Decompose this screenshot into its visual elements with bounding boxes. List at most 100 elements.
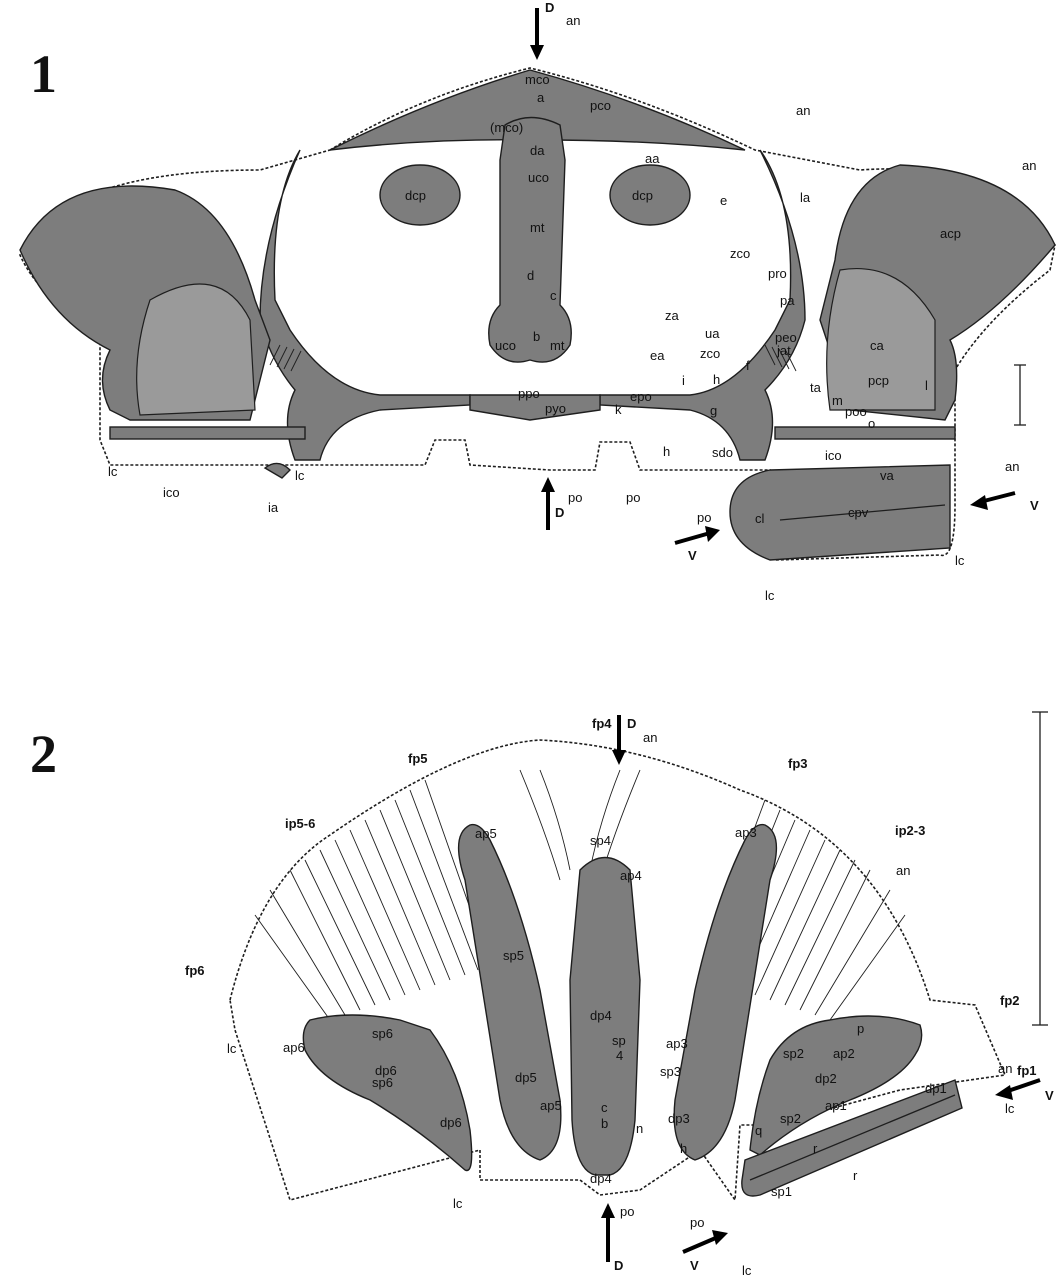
lbl-lc1: lc — [108, 464, 118, 479]
lbl2-ap5: ap5 — [540, 1098, 562, 1113]
ico-left-strip — [110, 427, 305, 439]
lbl-d: d — [527, 268, 534, 283]
lbl-h-inner: h — [713, 372, 720, 387]
lbl2-ap2: ap2 — [833, 1046, 855, 1061]
panel-2-v-arrowhead-right — [995, 1085, 1013, 1100]
lbl-g: g — [710, 403, 717, 418]
lbl-V1: V — [688, 548, 697, 563]
lbl-poo: poo — [845, 404, 867, 419]
lbl2-lc1: lc — [227, 1041, 237, 1056]
lbl2-b: b — [601, 1116, 608, 1131]
lbl2-dp3: dp3 — [668, 1111, 690, 1126]
lbl2-an3: an — [998, 1061, 1012, 1076]
lbl2-sp4: sp4 — [590, 833, 611, 848]
lbl-va: va — [880, 468, 895, 483]
panel-2: 2 — [30, 712, 1054, 1278]
lbl-lc3: lc — [765, 588, 775, 603]
lbl-sdo: sdo — [712, 445, 733, 460]
lbl-pyo: pyo — [545, 401, 566, 416]
lbl-c: c — [550, 288, 557, 303]
lbl-mco: mco — [525, 72, 550, 87]
lbl-V2: V — [1030, 498, 1039, 513]
lbl2-r2: r — [853, 1168, 858, 1183]
lbl-ico-left: ico — [163, 485, 180, 500]
lbl2-dp5: dp5 — [515, 1070, 537, 1085]
lbl2-dp4: dp4 — [590, 1008, 612, 1023]
lbl-ia: ia — [268, 500, 279, 515]
lbl-la: la — [800, 190, 811, 205]
lbl-dcp-left: dcp — [405, 188, 426, 203]
lbl-za: za — [665, 308, 680, 323]
lbl2-sp6-b: sp6 — [372, 1075, 393, 1090]
lbl-ico-right: ico — [825, 448, 842, 463]
lbl2-fp4: fp4 — [592, 716, 612, 731]
lbl-e: e — [720, 193, 727, 208]
panel-2-d-arrowhead-bottom — [601, 1203, 615, 1218]
lbl2-dp6-b: dp6 — [440, 1115, 462, 1130]
lbl2-lc2: lc — [453, 1196, 463, 1211]
lbl-zco: zco — [730, 246, 750, 261]
lbl-an3: an — [1022, 158, 1036, 173]
lbl-cl: cl — [755, 511, 765, 526]
lbl2-sp5: sp5 — [503, 948, 524, 963]
lbl2-V2: V — [690, 1258, 699, 1273]
lbl2-sp2: sp2 — [783, 1046, 804, 1061]
lbl-mco-paren: (mco) — [490, 120, 523, 135]
lbl-lc4: lc — [955, 553, 965, 568]
lbl-an2: an — [796, 103, 810, 118]
lbl2-ip2-3: ip2-3 — [895, 823, 925, 838]
lbl2-fp2: fp2 — [1000, 993, 1020, 1008]
lbl2-h: h — [680, 1141, 687, 1156]
lbl2-D-bottom: D — [614, 1258, 623, 1273]
ico-right-strip — [775, 427, 955, 439]
panel-1-v-arrow-left — [675, 533, 710, 543]
lbl-dcp-right: dcp — [632, 188, 653, 203]
lbl2-dp4-b: dp4 — [590, 1171, 612, 1186]
lbl2-sp1: sp1 — [771, 1184, 792, 1199]
lbl2-fp1: fp1 — [1017, 1063, 1037, 1078]
lbl2-an2: an — [896, 863, 910, 878]
panel-1-number: 1 — [30, 44, 57, 104]
left-inner-plate — [137, 284, 255, 415]
lbl2-dp2: dp2 — [815, 1071, 837, 1086]
panel-2-number: 2 — [30, 724, 57, 784]
lbl2-ap4: ap4 — [620, 868, 642, 883]
lbl-lc2: lc — [295, 468, 305, 483]
lbl-mt: mt — [530, 220, 545, 235]
lbl2-q: q — [755, 1123, 762, 1138]
lbl-ppo: ppo — [518, 386, 540, 401]
lbl-pco: pco — [590, 98, 611, 113]
lbl-pa: pa — [780, 293, 795, 308]
lbl-po2: po — [626, 490, 640, 505]
lbl-an1: an — [566, 13, 580, 28]
lbl-ea: ea — [650, 348, 665, 363]
lbl-aa: aa — [645, 151, 660, 166]
lbl2-lc4: lc — [1005, 1101, 1015, 1116]
lbl2-dp1: dp1 — [925, 1081, 947, 1096]
lbl2-ap3: ap3 — [666, 1036, 688, 1051]
panel-1: 1 — [20, 0, 1055, 603]
lbl2-n: n — [636, 1121, 643, 1136]
lbl-an4: an — [1005, 459, 1019, 474]
lbl2-ap6: ap6 — [283, 1040, 305, 1055]
panel-1-v-arrowhead-right — [970, 495, 988, 510]
lbl-po1: po — [568, 490, 582, 505]
lbl-f: f — [746, 358, 750, 373]
lbl2-sp-4n: 4 — [616, 1048, 623, 1063]
lbl2-V1: V — [1045, 1088, 1054, 1103]
lbl-o: o — [868, 416, 875, 431]
lbl2-fp6: fp6 — [185, 963, 205, 978]
lbl-ta: ta — [810, 380, 822, 395]
lbl-epo: epo — [630, 389, 652, 404]
lbl-po3: po — [697, 510, 711, 525]
lbl-uco: uco — [528, 170, 549, 185]
lbl2-sp-4: sp — [612, 1033, 626, 1048]
lbl-b: b — [533, 329, 540, 344]
lbl-jat: jat — [776, 343, 791, 358]
panel-2-v-arrow-left — [683, 1237, 718, 1252]
lbl-m: m — [832, 393, 843, 408]
lbl-l: l — [925, 378, 928, 393]
lbl2-sp3: sp3 — [660, 1064, 681, 1079]
lbl2-lc3: lc — [742, 1263, 752, 1278]
